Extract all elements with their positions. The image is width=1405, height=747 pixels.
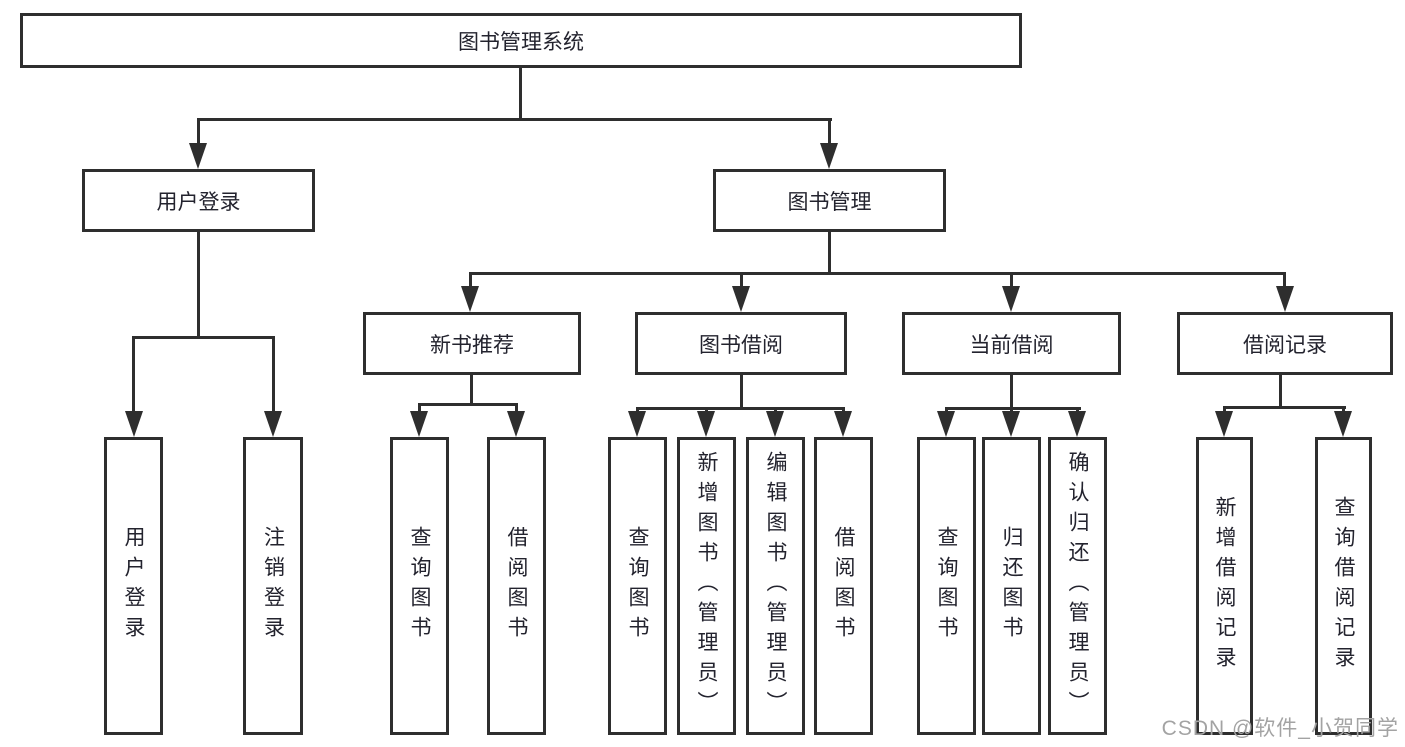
arrow-down-icon <box>410 411 428 437</box>
connector <box>197 118 832 121</box>
node-new-book-recommendation: 新书推荐 <box>363 312 581 375</box>
node-library-management-system: 图书管理系统 <box>20 13 1022 68</box>
arrow-down-icon <box>820 143 838 169</box>
connector <box>828 118 831 146</box>
node-label: 借阅图书 <box>832 526 855 646</box>
node-current-borrowing: 当前借阅 <box>902 312 1121 375</box>
connector <box>470 375 473 405</box>
connector <box>132 336 275 339</box>
node-label: 注销登录 <box>261 526 285 646</box>
leaf-query-books-current: 查询图书 <box>917 437 976 735</box>
arrow-down-icon <box>264 411 282 437</box>
connector <box>1010 272 1013 288</box>
node-book-management: 图书管理 <box>713 169 946 232</box>
node-label: 新增图书（管理员） <box>695 451 718 721</box>
arrow-down-icon <box>1276 286 1294 312</box>
connector <box>1342 406 1345 415</box>
arrow-down-icon <box>834 411 852 437</box>
connector <box>740 375 743 409</box>
arrow-down-icon <box>1002 286 1020 312</box>
leaf-query-books-recommend: 查询图书 <box>390 437 449 735</box>
connector <box>515 403 518 413</box>
arrow-down-icon <box>1215 411 1233 437</box>
node-label: 编辑图书（管理员） <box>764 451 787 721</box>
connector <box>1223 406 1346 409</box>
node-label: 图书借阅 <box>699 333 783 357</box>
leaf-add-borrow-record: 新增借阅记录 <box>1196 437 1253 735</box>
connector <box>197 118 200 146</box>
connector <box>469 272 472 288</box>
connector <box>197 232 200 339</box>
connector <box>636 407 845 410</box>
node-label: 借阅记录 <box>1243 333 1327 357</box>
leaf-user-login: 用户登录 <box>104 437 163 735</box>
leaf-confirm-return-admin: 确认归还（管理员） <box>1048 437 1107 735</box>
node-label: 查询图书 <box>935 526 958 646</box>
node-label: 图书管理系统 <box>458 30 584 54</box>
node-label: 新书推荐 <box>430 333 514 357</box>
node-borrowing-records: 借阅记录 <box>1177 312 1393 375</box>
arrow-down-icon <box>697 411 715 437</box>
leaf-borrow-books: 借阅图书 <box>814 437 873 735</box>
arrow-down-icon <box>1002 411 1020 437</box>
arrow-down-icon <box>628 411 646 437</box>
leaf-query-books-borrowing: 查询图书 <box>608 437 667 735</box>
arrow-down-icon <box>766 411 784 437</box>
node-label: 查询借阅记录 <box>1332 496 1355 676</box>
node-label: 用户登录 <box>156 190 241 214</box>
node-label: 新增借阅记录 <box>1213 496 1236 676</box>
leaf-return-books: 归还图书 <box>982 437 1041 735</box>
leaf-add-books-admin: 新增图书（管理员） <box>677 437 736 735</box>
arrow-down-icon <box>732 286 750 312</box>
node-user-login: 用户登录 <box>82 169 315 232</box>
connector <box>469 272 1286 275</box>
arrow-down-icon <box>1068 411 1086 437</box>
connector <box>519 68 522 120</box>
node-label: 归还图书 <box>1000 526 1023 646</box>
node-label: 图书管理 <box>787 190 872 214</box>
node-label: 查询图书 <box>626 526 649 646</box>
node-label: 当前借阅 <box>969 333 1054 357</box>
connector <box>1283 272 1286 288</box>
connector <box>1223 406 1226 415</box>
node-label: 确认归还（管理员） <box>1066 451 1089 721</box>
leaf-borrow-books-recommend: 借阅图书 <box>487 437 546 735</box>
leaf-logout: 注销登录 <box>243 437 303 735</box>
connector <box>418 403 421 413</box>
node-label: 借阅图书 <box>505 526 528 646</box>
connector <box>945 407 1081 410</box>
arrow-down-icon <box>461 286 479 312</box>
node-label: 用户登录 <box>122 526 145 646</box>
connector <box>132 336 135 413</box>
connector <box>740 272 743 288</box>
arrow-down-icon <box>937 411 955 437</box>
arrow-down-icon <box>189 143 207 169</box>
csdn-watermark: CSDN @软件_小贺同学 <box>1161 717 1399 740</box>
connector <box>828 232 831 275</box>
node-book-borrowing: 图书借阅 <box>635 312 847 375</box>
leaf-query-borrow-record: 查询借阅记录 <box>1315 437 1372 735</box>
connector <box>418 403 518 406</box>
connector <box>272 336 275 413</box>
node-label: 查询图书 <box>408 526 431 646</box>
leaf-edit-books-admin: 编辑图书（管理员） <box>746 437 805 735</box>
connector <box>1279 375 1282 408</box>
arrow-down-icon <box>125 411 143 437</box>
connector <box>1010 375 1013 409</box>
arrow-down-icon <box>507 411 525 437</box>
arrow-down-icon <box>1334 411 1352 437</box>
